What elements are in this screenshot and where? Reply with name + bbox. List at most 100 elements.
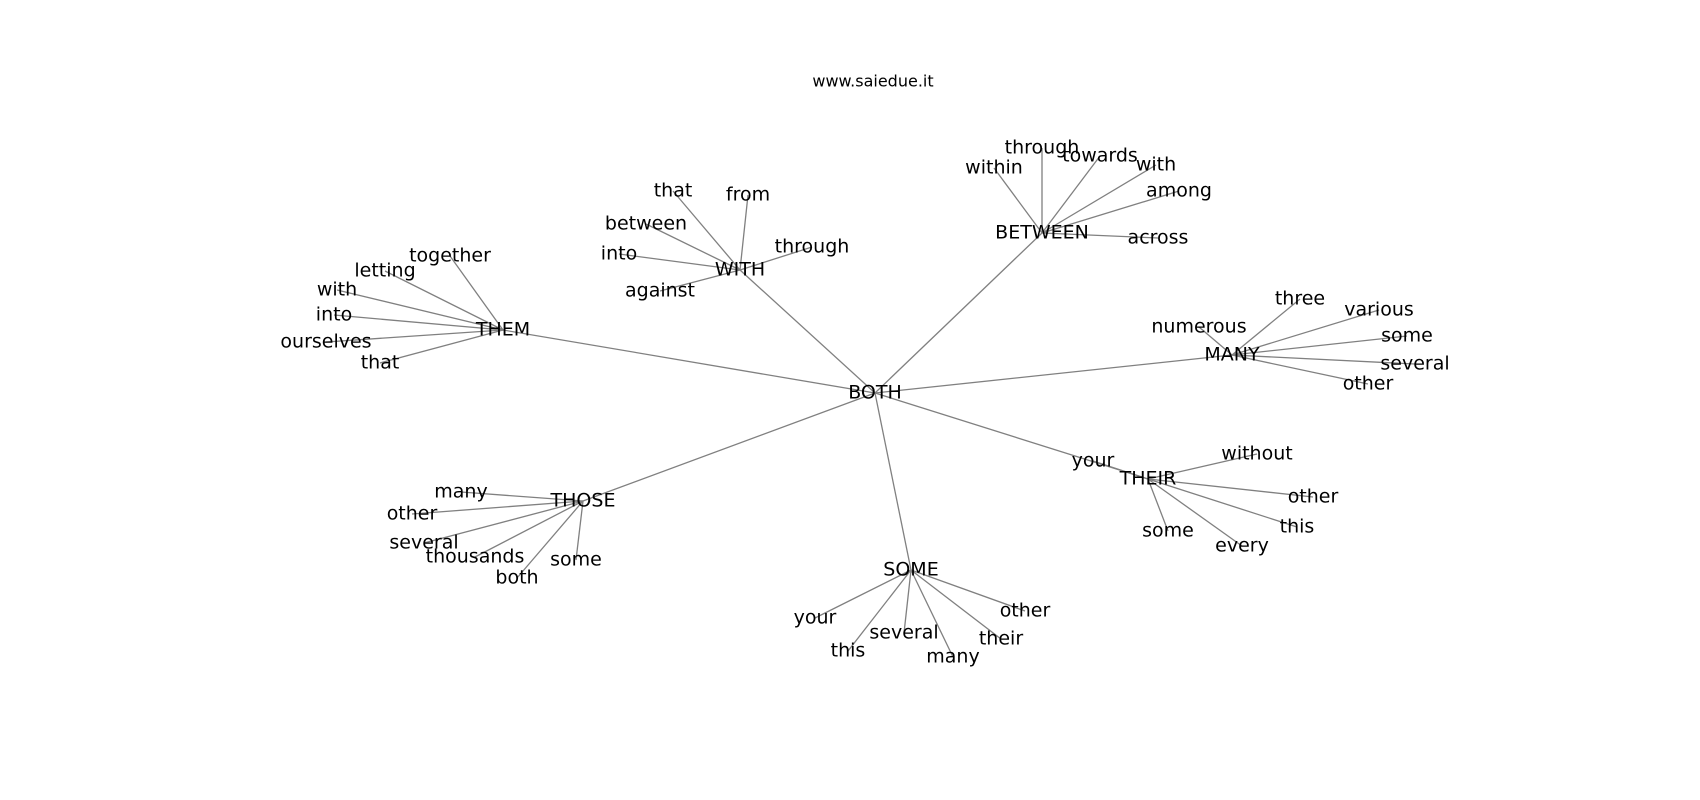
leaf-node-some-many: many	[926, 646, 979, 668]
leaf-node-them-that: that	[361, 352, 400, 374]
edge-some-their	[910, 569, 1002, 640]
edge-them-letting	[384, 270, 504, 331]
leaf-node-with-from: from	[726, 184, 770, 206]
leaf-node-between-across: across	[1128, 227, 1189, 249]
edge-some-many	[910, 569, 954, 658]
edge-center-some	[874, 392, 912, 571]
leaf-node-some-several: several	[869, 622, 938, 644]
leaf-node-them-ourselves: ourselves	[280, 331, 371, 353]
leaf-node-those-thousands: thousands	[426, 546, 525, 568]
edge-with-through	[739, 246, 813, 271]
leaf-node-those-both: both	[495, 567, 538, 589]
leaf-node-their-other: other	[1288, 486, 1339, 508]
leaf-node-many-other: other	[1343, 373, 1394, 395]
edge-them-ourselves	[325, 329, 504, 343]
edge-many-other	[1231, 354, 1369, 385]
hub-node-some: SOME	[883, 559, 938, 581]
leaf-node-between-with: with	[1136, 154, 1176, 176]
edge-their-this	[1147, 478, 1298, 528]
leaf-node-many-several: several	[1380, 353, 1449, 375]
hub-node-them: THEM	[475, 319, 530, 341]
leaf-node-with-into: into	[601, 243, 637, 265]
site-credit: www.saiedue.it	[812, 72, 933, 91]
center-node: BOTH	[848, 382, 902, 404]
hub-node-those: THOSE	[550, 490, 616, 512]
edge-between-within	[993, 167, 1043, 234]
leaf-node-their-without: without	[1221, 443, 1292, 465]
leaf-node-many-various: various	[1344, 299, 1414, 321]
leaf-node-their-your: your	[1072, 450, 1115, 472]
edge-those-several	[423, 500, 584, 544]
edge-those-thousands	[474, 500, 584, 558]
leaf-node-some-their: their	[979, 628, 1023, 650]
edge-those-other	[411, 500, 584, 515]
edge-center-many	[874, 354, 1233, 394]
edge-center-with	[739, 269, 876, 394]
edge-them-with	[336, 289, 504, 331]
edge-with-from	[739, 194, 749, 271]
edge-their-every	[1147, 478, 1243, 547]
edge-between-towards	[1041, 155, 1101, 234]
leaf-node-with-against: against	[625, 280, 695, 302]
edge-with-that	[672, 190, 741, 271]
leaf-node-them-with: with	[317, 279, 357, 301]
hub-node-with: WITH	[715, 259, 765, 281]
leaf-node-between-within: within	[965, 157, 1023, 179]
edge-many-various	[1231, 309, 1380, 356]
leaf-node-them-together: together	[409, 245, 491, 267]
edge-some-your	[814, 569, 912, 619]
edge-with-between	[645, 223, 741, 271]
edge-between-across	[1041, 232, 1159, 239]
edge-with-against	[659, 269, 741, 292]
leaf-node-many-numerous: numerous	[1151, 316, 1246, 338]
edge-those-some	[575, 500, 584, 561]
edge-those-both	[516, 500, 584, 579]
edge-them-together	[449, 255, 504, 331]
hub-node-between: BETWEEN	[995, 222, 1089, 244]
edge-their-some	[1147, 478, 1169, 532]
leaf-node-with-through: through	[775, 236, 850, 258]
node-layer: that from between into through against WITH wit…	[280, 137, 1449, 668]
edge-many-some	[1231, 335, 1408, 356]
leaf-node-those-other: other	[387, 503, 438, 525]
edge-center-them	[502, 329, 876, 394]
leaf-node-those-some: some	[550, 549, 602, 571]
edge-layer	[325, 148, 1416, 658]
leaf-node-their-every: every	[1215, 535, 1269, 557]
leaf-node-their-this: this	[1280, 516, 1315, 538]
leaf-node-between-among: among	[1146, 180, 1212, 202]
leaf-node-some-your: your	[794, 607, 837, 629]
hub-node-many: MANY	[1204, 344, 1260, 366]
leaf-node-some-other: other	[1000, 600, 1051, 622]
edge-many-several	[1231, 354, 1416, 365]
leaf-node-those-many: many	[434, 481, 487, 503]
leaf-node-their-some: some	[1142, 520, 1194, 542]
edge-many-three	[1231, 298, 1301, 356]
edge-them-that	[379, 329, 504, 364]
edge-their-without	[1147, 453, 1258, 480]
edge-many-numerous	[1198, 326, 1233, 356]
leaf-node-them-letting: letting	[354, 260, 415, 282]
leaf-node-those-several: several	[389, 532, 458, 554]
edge-center-those	[582, 392, 876, 502]
edge-center-between	[874, 232, 1043, 394]
leaf-node-them-into: into	[316, 304, 352, 326]
edge-their-your	[1092, 460, 1149, 480]
edge-them-into	[333, 314, 504, 331]
leaf-node-some-this: this	[831, 640, 866, 662]
leaf-node-between-towards: towards	[1062, 145, 1138, 167]
edge-those-many	[460, 491, 584, 502]
edge-with-into	[618, 253, 741, 271]
leaf-node-many-three: three	[1275, 288, 1325, 310]
edge-some-several	[903, 569, 912, 634]
leaf-node-between-through: through	[1005, 137, 1080, 159]
edge-their-other	[1147, 478, 1314, 498]
edge-some-other	[910, 569, 1026, 612]
edge-between-with	[1041, 164, 1157, 234]
leaf-node-with-that: that	[654, 180, 693, 202]
edge-some-this	[847, 569, 912, 652]
hub-node-their: THEIR	[1119, 468, 1177, 490]
leaf-node-many-some: some	[1381, 325, 1433, 347]
leaf-node-with-between: between	[605, 213, 687, 235]
